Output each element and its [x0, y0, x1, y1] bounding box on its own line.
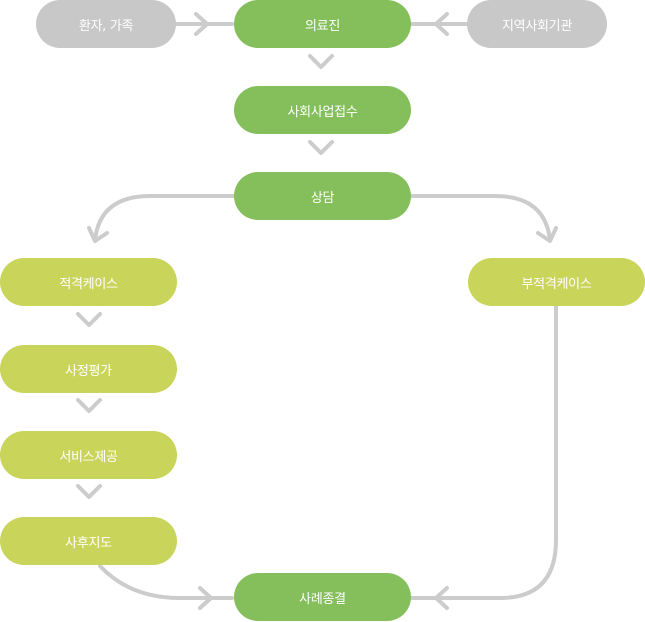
node-label: 서비스제공	[59, 449, 118, 465]
arrow-down-icon	[87, 226, 109, 243]
connector-counseling-to-eligible	[93, 194, 236, 242]
arrow-down-icon	[76, 398, 102, 413]
node-service-provision: 서비스제공	[0, 431, 177, 479]
node-assessment: 사정평가	[0, 345, 177, 393]
node-case-closure: 사례종결	[234, 573, 411, 621]
node-label: 사정평가	[65, 363, 112, 379]
arrow-down-icon	[536, 226, 558, 243]
node-ineligible-case: 부적격케이스	[468, 258, 645, 306]
node-medical-staff: 의료진	[234, 0, 411, 48]
arrow-left-icon	[434, 12, 449, 36]
connector-counseling-to-ineligible	[409, 194, 552, 242]
arrow-left-icon	[434, 586, 449, 610]
node-follow-up: 사후지도	[0, 517, 177, 565]
node-label: 부적격케이스	[521, 276, 592, 292]
arrow-down-icon	[308, 140, 334, 155]
node-label: 사회사업접수	[287, 104, 358, 120]
connector-followup-to-closure	[98, 564, 234, 600]
arrow-down-icon	[308, 54, 334, 69]
node-label: 사후지도	[65, 535, 112, 551]
node-label: 상담	[310, 190, 335, 206]
arrow-down-icon	[76, 484, 102, 499]
node-label: 환자, 가족	[78, 18, 134, 34]
node-community-agency: 지역사회기관	[467, 0, 607, 48]
arrow-down-icon	[76, 312, 102, 327]
arrow-right-icon	[198, 586, 213, 610]
arrow-right-icon	[194, 12, 209, 36]
node-social-work-intake: 사회사업접수	[234, 86, 411, 134]
node-label: 사례종결	[299, 591, 346, 607]
node-label: 지역사회기관	[502, 18, 572, 34]
node-label: 적격케이스	[59, 276, 118, 292]
connector-ineligible-to-closure	[409, 304, 558, 600]
node-label: 의료진	[305, 18, 340, 34]
node-counseling: 상담	[234, 172, 411, 220]
node-patient-family: 환자, 가족	[36, 0, 176, 48]
node-eligible-case: 적격케이스	[0, 258, 177, 306]
